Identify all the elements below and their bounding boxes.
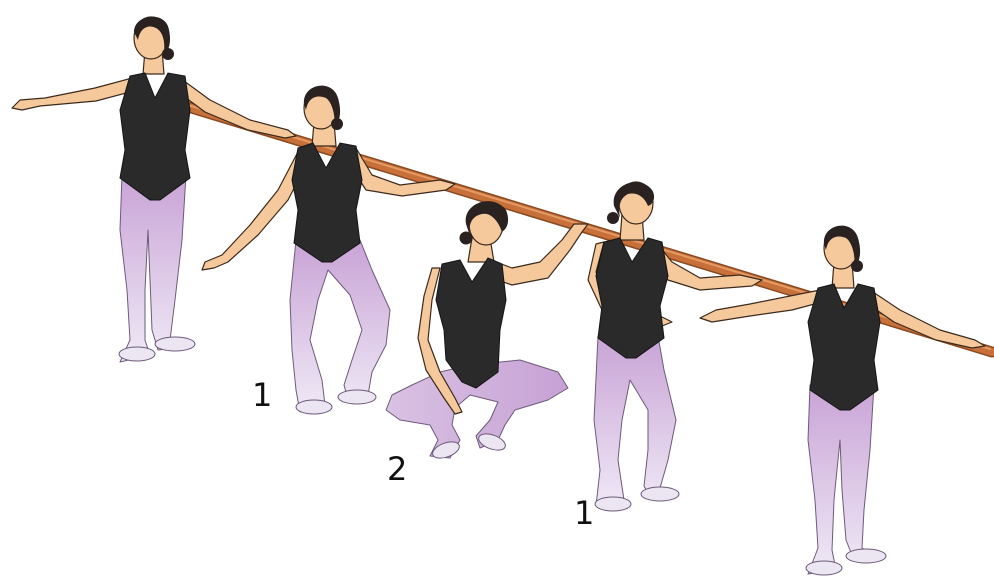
dancer-first-position (12, 17, 296, 362)
step-label-2: 2 (387, 450, 407, 488)
dancer-demi-plie (202, 86, 455, 414)
step-label-1-second: 1 (574, 494, 594, 532)
step-label-1-first: 1 (252, 376, 272, 414)
dancer-grand-plie (386, 201, 588, 461)
